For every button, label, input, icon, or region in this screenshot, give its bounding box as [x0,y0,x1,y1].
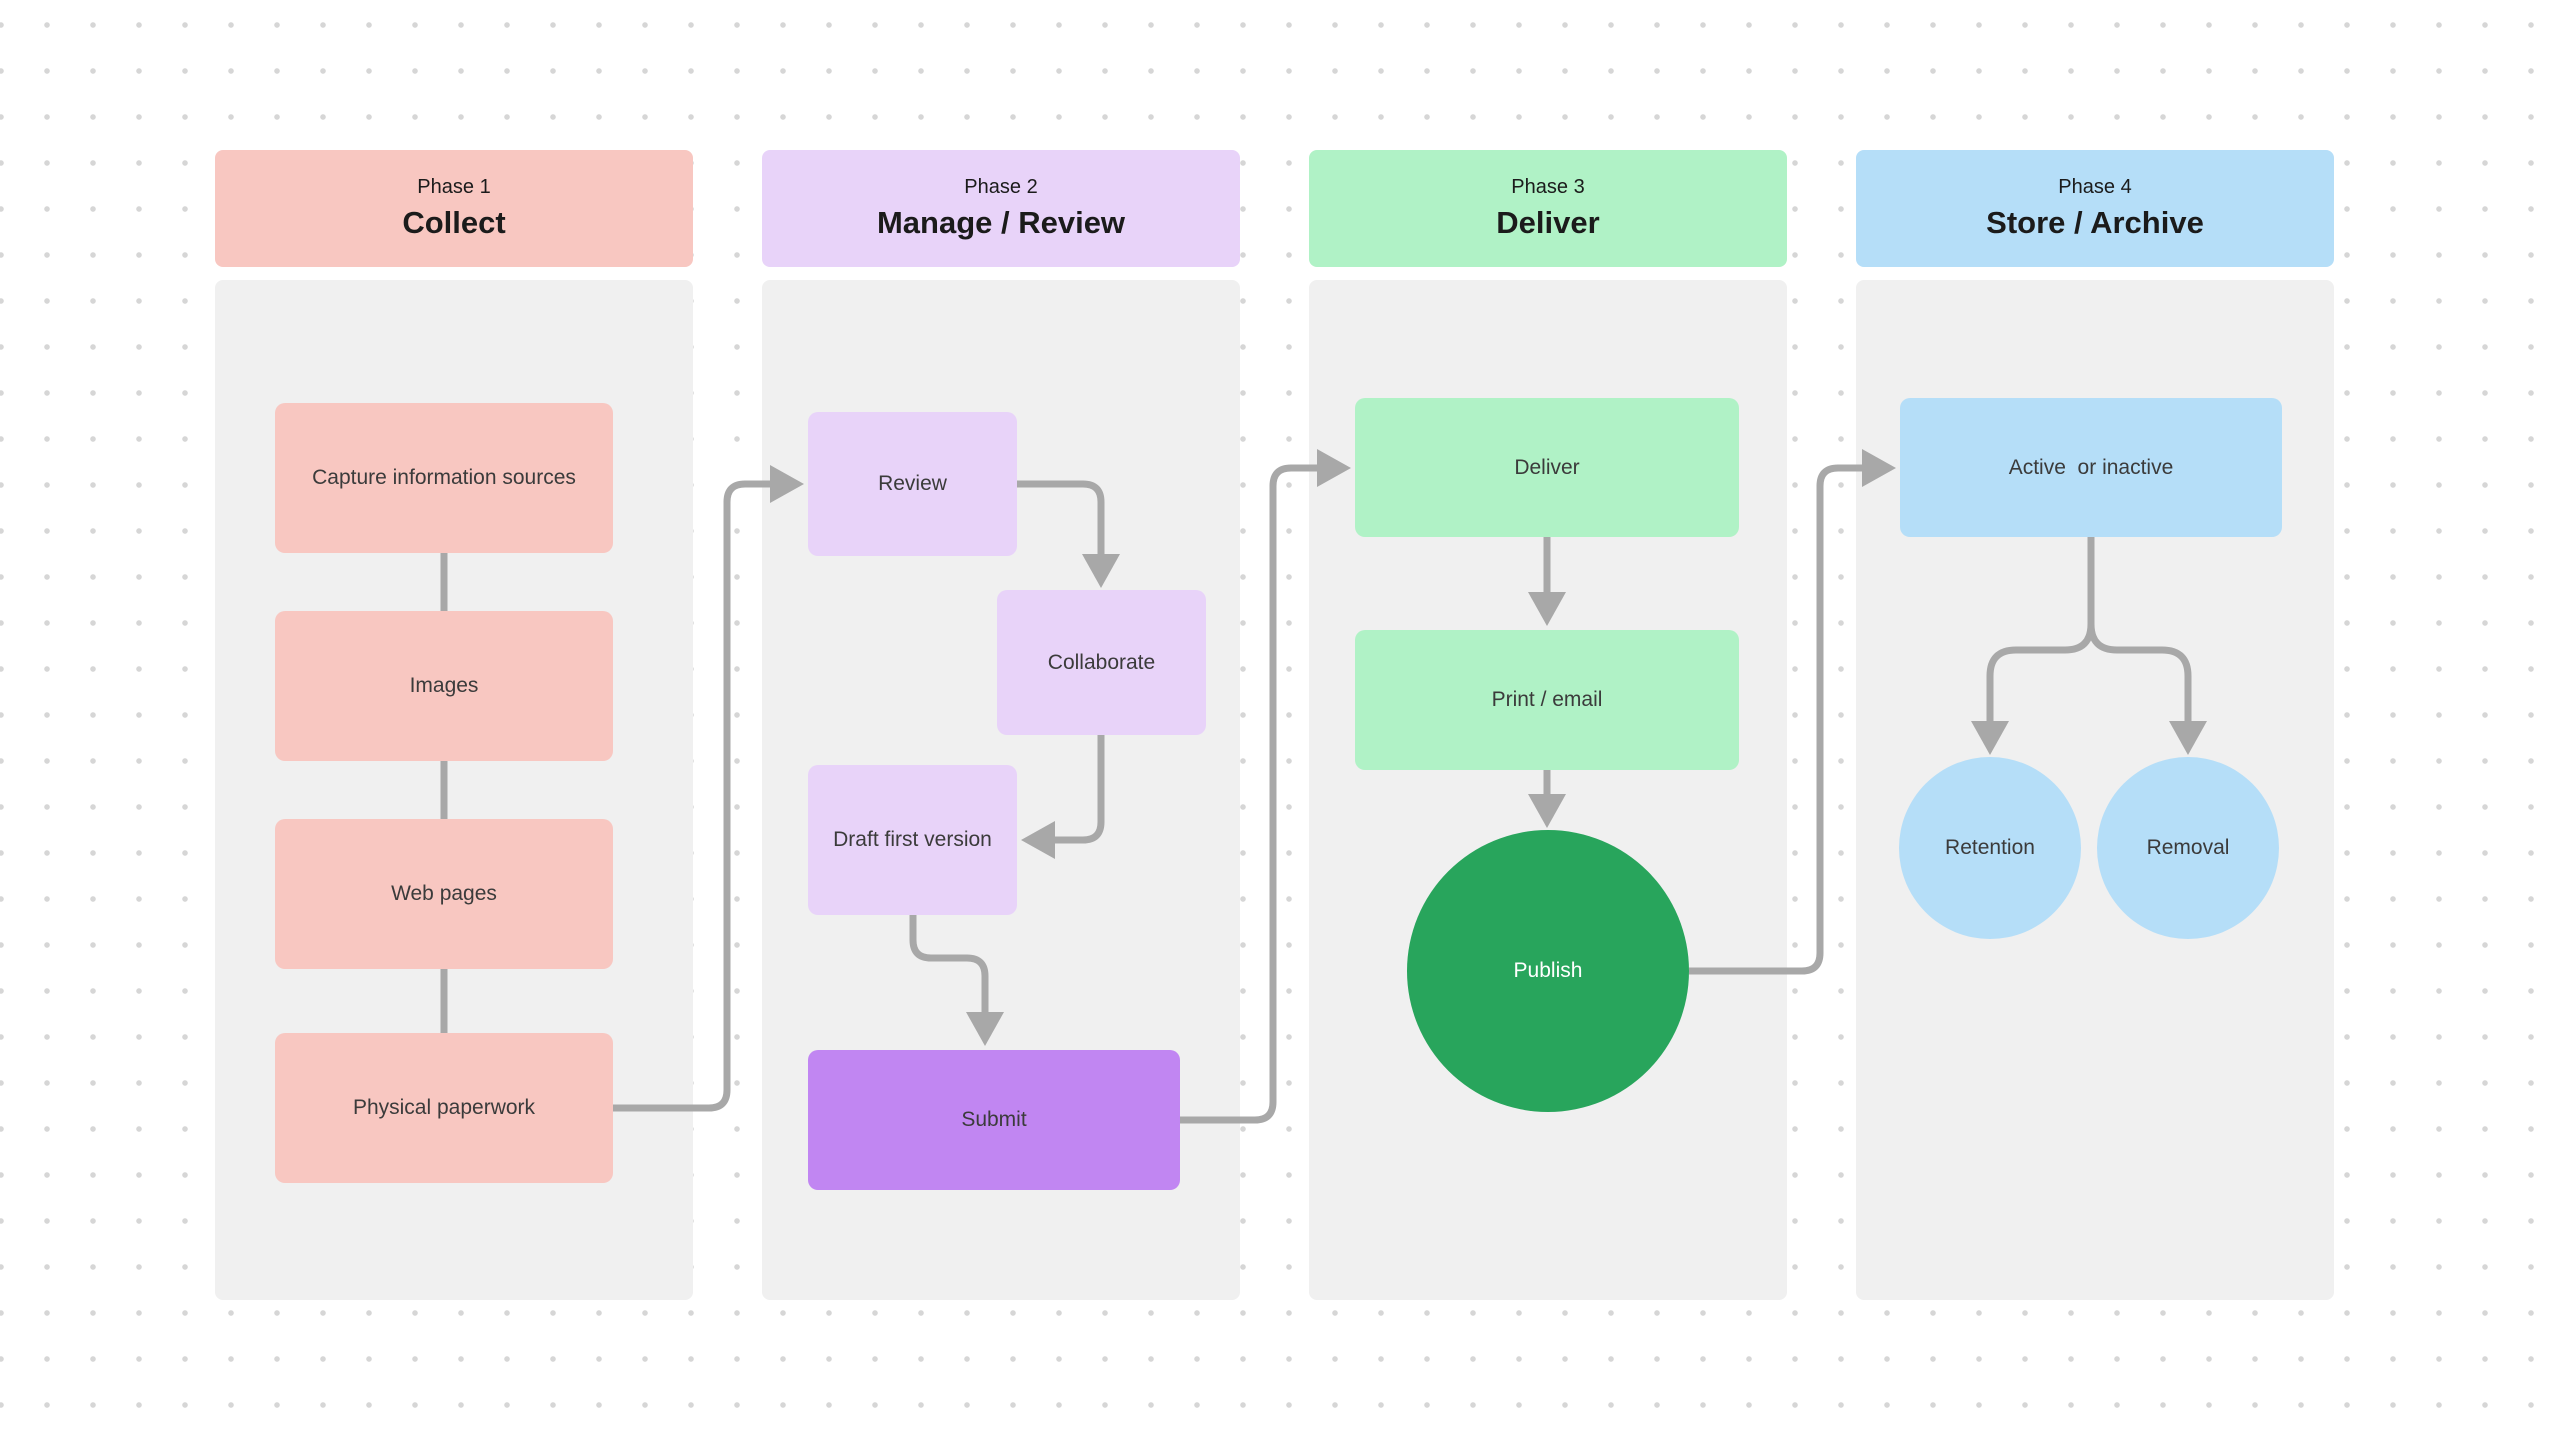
arrowhead-right-into-review [770,465,804,503]
node-removal[interactable]: Removal [2097,757,2279,939]
node-label: Collaborate [1047,650,1156,674]
edge-submit-to-deliver[interactable] [1180,449,1351,1124]
arrowhead-right-into-active-or-inactive [1862,449,1896,487]
node-label: Submit [961,1108,1027,1131]
phase-2-header[interactable]: Phase 2 Manage / Review [762,150,1240,267]
node-label: Draft first version [833,828,992,851]
edge-publish-to-active-or-inactive[interactable] [1689,449,1896,975]
phase-1-header[interactable]: Phase 1 Collect [215,150,693,267]
node-label: Removal [2146,836,2230,859]
node-web-pages[interactable]: Web pages [275,819,613,969]
arrowhead-down-into-submit [966,1012,1004,1046]
node-print-email[interactable]: Print / email [1355,630,1739,770]
node-publish[interactable]: Publish [1407,830,1689,1112]
phase-1-title: Collect [402,205,506,240]
edge-draft-first-version-to-submit[interactable] [909,915,1004,1046]
node-review[interactable]: Review [808,412,1017,556]
node-label: Retention [1945,836,2035,859]
node-capture-information-sources[interactable]: Capture information sources [275,403,613,553]
node-images[interactable]: Images [275,611,613,761]
arrowhead-down-into-publish [1528,794,1566,828]
edge-physical-paperwork-to-review[interactable] [613,465,804,1112]
node-label: Deliver [1514,455,1580,479]
node-label: Physical paperwork [352,1096,536,1119]
edge-active-to-removal[interactable] [2087,537,2207,755]
phase-2-title: Manage / Review [876,205,1126,240]
edge-active-to-retention[interactable] [1971,537,2095,755]
phase-2-label: Phase 2 [964,176,1038,198]
node-active-or-inactive[interactable]: Active or inactive [1900,398,2282,537]
node-deliver[interactable]: Deliver [1355,398,1739,537]
node-draft-first-version[interactable]: Draft first version [808,765,1017,915]
node-label: Images [409,674,479,697]
arrowhead-down-into-retention [1971,721,2009,755]
arrowhead-left-into-draft [1021,821,1055,859]
node-label: Active or inactive [2008,455,2174,479]
phase-4-header[interactable]: Phase 4 Store / Archive [1856,150,2334,267]
arrowhead-down-into-removal [2169,721,2207,755]
edge-print-email-to-publish[interactable] [1528,770,1566,828]
node-label: Publish [1513,959,1583,982]
node-submit[interactable]: Submit [808,1050,1180,1190]
node-label: Print / email [1491,688,1603,711]
arrowhead-down-into-print-email [1528,592,1566,626]
arrowhead-down-into-collaborate [1082,554,1120,588]
node-label: Web pages [391,882,497,905]
edge-review-to-collaborate[interactable] [1017,480,1120,588]
phase-3-title: Deliver [1496,205,1600,240]
phase-3-header[interactable]: Phase 3 Deliver [1309,150,1787,267]
arrowhead-right-into-deliver [1317,449,1351,487]
node-retention[interactable]: Retention [1899,757,2081,939]
phase-1-label: Phase 1 [417,176,491,198]
node-label: Review [878,472,947,495]
phase-4-title: Store / Archive [1986,205,2204,240]
node-collaborate[interactable]: Collaborate [997,590,1206,735]
phase-3-label: Phase 3 [1511,176,1585,198]
edge-deliver-to-print-email[interactable] [1528,537,1566,626]
node-physical-paperwork[interactable]: Physical paperwork [275,1033,613,1183]
phase-4-label: Phase 4 [2058,176,2132,198]
node-label: Capture information sources [312,466,576,489]
edge-collaborate-to-draft-first-version[interactable] [1021,735,1105,859]
